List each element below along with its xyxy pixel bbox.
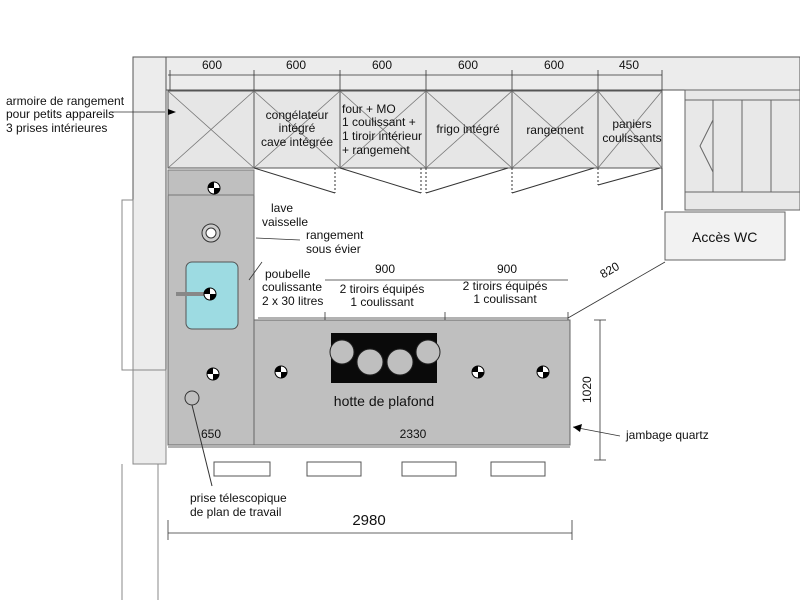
arrowhead [168, 109, 176, 115]
stools [213, 461, 546, 477]
cab2-line3: cave intégrée [260, 135, 334, 149]
trash-line3: 2 x 30 litres [262, 294, 324, 308]
dim-cab-4: 600 [457, 58, 479, 72]
staircase [684, 89, 800, 211]
dim-900-a: 900 [374, 262, 396, 276]
island-drawer-fronts [258, 312, 569, 320]
dishwasher-line1: lave [271, 201, 294, 215]
door-swings [253, 167, 663, 210]
left-window-frames [121, 199, 167, 600]
drawers-2-line1: 2 tiroirs équipés [462, 279, 548, 293]
acces-wc-block [664, 211, 786, 261]
cabinet-crosses [167, 90, 663, 169]
top-wall [132, 56, 800, 91]
under-sink-line1: rangement [306, 228, 364, 242]
outlet-line2: de plan de travail [190, 505, 282, 519]
outlet-line1: prise télescopique [190, 491, 287, 505]
drawers-1-line2: 1 coulissant [350, 295, 414, 309]
dim-2330: 2330 [399, 427, 427, 441]
dim-cab-6: 450 [618, 58, 640, 72]
top-dimension-line [168, 70, 663, 90]
dishwasher-outline [167, 169, 255, 196]
cab6-line2: coulissants [602, 131, 662, 145]
drawers-2-line2: 1 coulissant [473, 292, 537, 306]
cab6-line1: paniers [612, 117, 652, 131]
telescopic-outlet-leader [191, 404, 213, 487]
storage-note-line2: pour petits appareils [6, 107, 115, 121]
dim-cab-2: 600 [285, 58, 307, 72]
cab5-label: rangement [526, 123, 584, 137]
trash-line2: coulissante [262, 280, 323, 294]
drawers-1-line1: 2 tiroirs équipés [339, 282, 425, 296]
under-sink-line2: sous évier [306, 242, 361, 256]
dimension-lines [110, 111, 666, 540]
dim-cab-1: 600 [201, 58, 223, 72]
arrowhead [573, 424, 582, 432]
cab3-line4: + rangement [342, 143, 410, 157]
acces-wc-label: Accès WC [692, 229, 758, 245]
dim-2980: 2980 [352, 512, 386, 529]
cooktop [329, 333, 441, 383]
quartz-leg-label: jambage quartz [626, 428, 709, 442]
dim-cab-3: 600 [371, 58, 393, 72]
dim-900-b: 900 [496, 262, 518, 276]
dishwasher-line2: vaisselle [262, 215, 309, 229]
dim-cab-5: 600 [543, 58, 565, 72]
cab3-line3: 1 tiroir intérieur [342, 129, 423, 143]
hood-label: hotte de plafond [333, 393, 435, 409]
storage-note-line3: 3 prises intérieures [6, 121, 108, 135]
light-fixtures [201, 181, 550, 381]
cab3-line2: 1 coulissant + [342, 115, 416, 129]
cab4-label: frigo intégré [436, 122, 500, 136]
dim-1020: 1020 [580, 376, 594, 403]
dim-650: 650 [200, 427, 222, 441]
left-wall [132, 56, 167, 465]
cab2-line2: intégré [278, 121, 316, 135]
cab2-line1: congélateur [265, 108, 329, 122]
trash-line1: poubelle [265, 267, 311, 281]
cab3-line1: four + MO [342, 102, 396, 116]
storage-note-line1: armoire de rangement [6, 94, 125, 108]
